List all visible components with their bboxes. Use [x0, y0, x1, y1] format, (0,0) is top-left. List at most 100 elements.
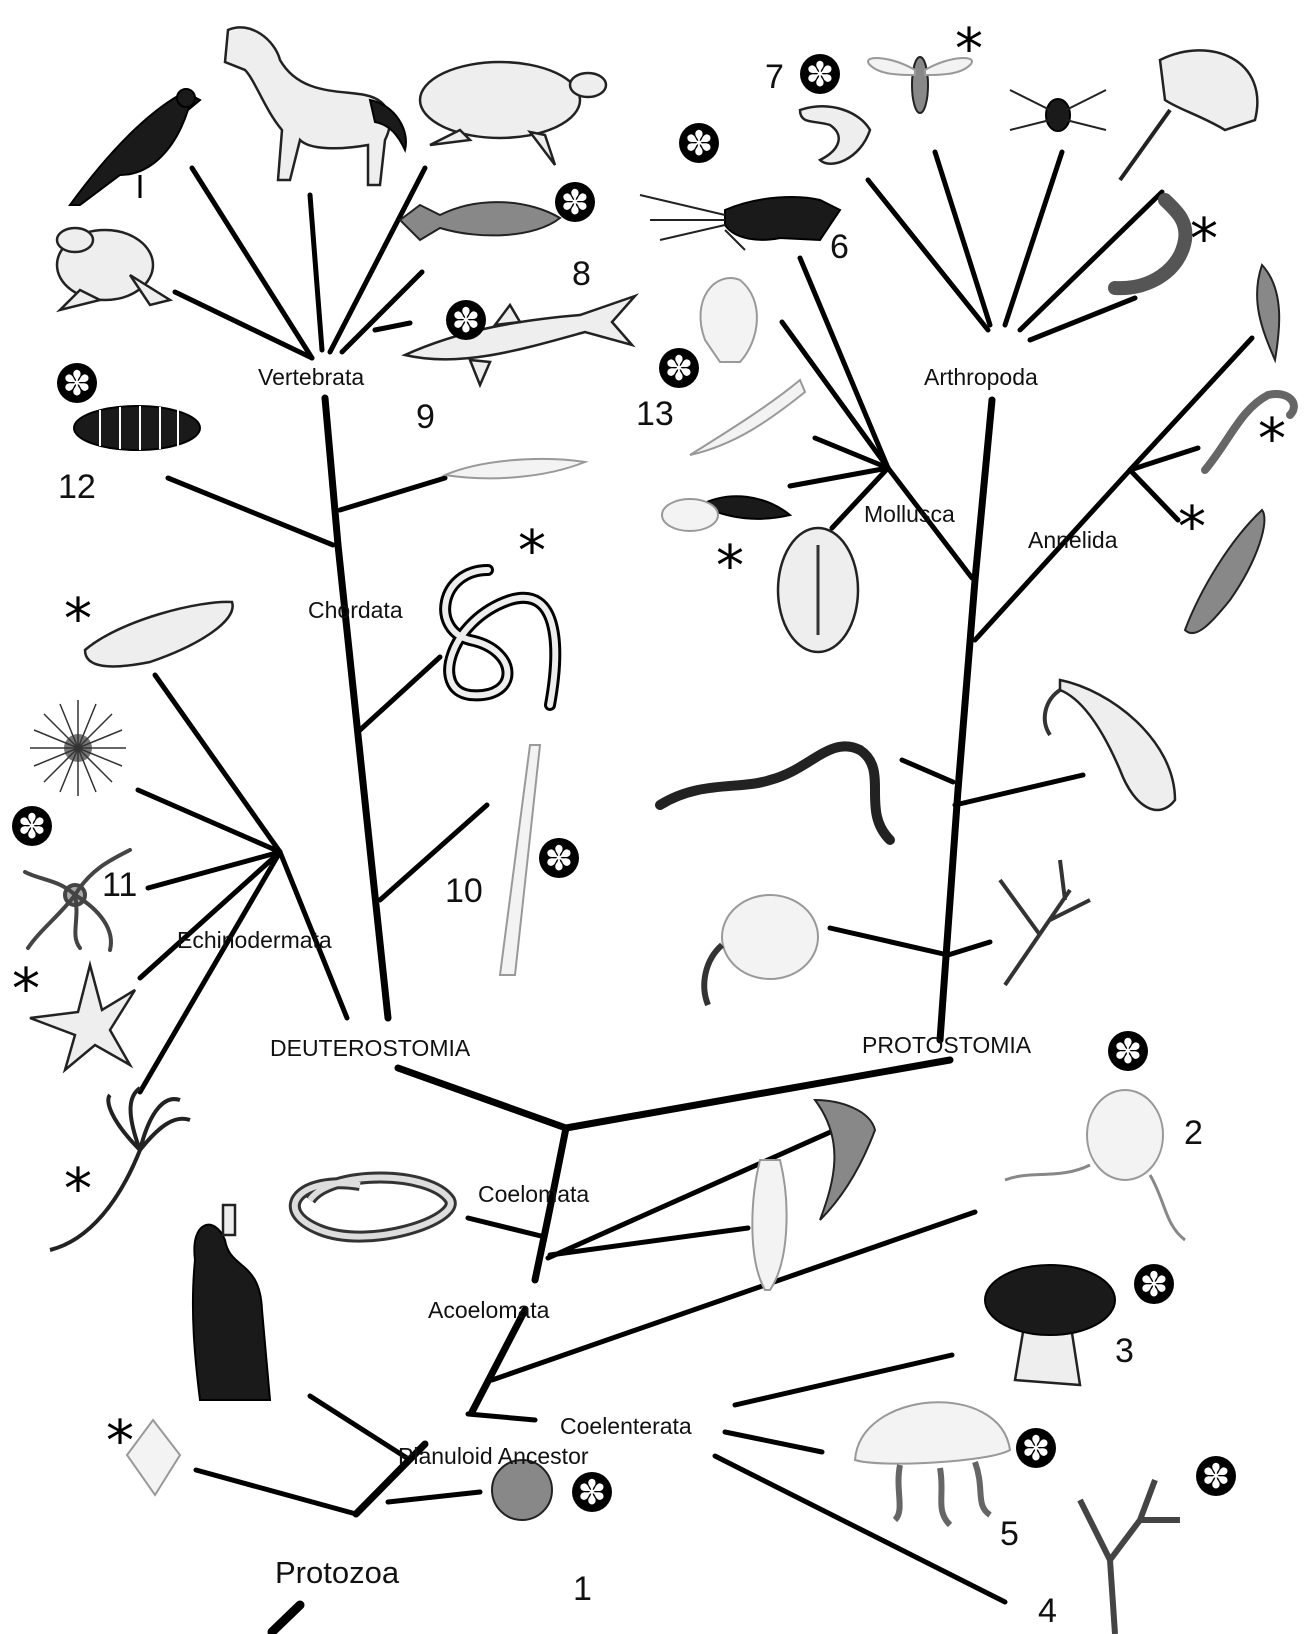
circled-asterisk-marker: ✽	[539, 838, 579, 879]
label-chordata: Chordata	[308, 597, 403, 623]
svg-text:✽: ✽	[1140, 1265, 1169, 1305]
asterisk-marker: *	[106, 1409, 134, 1474]
tusk-shell-illustration	[690, 380, 805, 455]
branch-9	[375, 323, 410, 330]
nematode-illustration	[295, 1178, 451, 1237]
label-protozoa: Protozoa	[275, 1555, 400, 1590]
branch-8	[342, 272, 422, 352]
trunk-acoelomata-upper	[535, 1218, 548, 1280]
branch-horse	[310, 195, 322, 350]
root-branch	[272, 1605, 300, 1632]
circled-asterisk-marker: ✽	[1016, 1428, 1056, 1469]
circled-asterisk-marker: ✽	[659, 348, 699, 389]
branch-2	[492, 1212, 975, 1380]
trunk-protostomia	[940, 790, 958, 1040]
number-2: 2	[1184, 1114, 1203, 1152]
starfish-illustration	[30, 965, 135, 1070]
label-mollusca: Mollusca	[864, 501, 955, 527]
circled-asterisk-marker: ✽	[679, 123, 719, 164]
branch-sponge	[310, 1396, 410, 1460]
number-8: 8	[572, 255, 591, 293]
bird-illustration	[70, 89, 200, 205]
asterisk-marker: *	[955, 17, 983, 82]
acorn-worm-illustration	[445, 570, 555, 705]
asterisk-marker: *	[12, 957, 40, 1022]
circled-asterisk-marker: ✽	[1134, 1264, 1174, 1305]
branch-sipunculid	[955, 775, 1083, 805]
svg-text:✽: ✽	[452, 301, 481, 341]
svg-text:✽: ✽	[1022, 1429, 1051, 1469]
nemertean-illustration	[660, 746, 890, 840]
number-3: 3	[1115, 1332, 1134, 1370]
asterisk-marker: *	[716, 534, 744, 599]
dinoflagellate-illustration	[127, 1420, 180, 1495]
sea-cucumber-illustration	[85, 602, 233, 667]
arrow-worm-illustration	[815, 1100, 875, 1220]
label-vertebrata: Vertebrata	[258, 364, 364, 390]
number-1: 1	[573, 1570, 592, 1608]
lancelet-illustration	[445, 459, 585, 478]
organisms	[25, 27, 1294, 1634]
branch-arrowworm	[548, 1130, 835, 1258]
trunk-chordata	[338, 545, 368, 830]
branch-coelenterata	[468, 1414, 535, 1420]
asterisk-marker: *	[1190, 207, 1218, 272]
circled-asterisk-marker: ✽	[12, 806, 52, 847]
asterisk-marker: *	[1178, 495, 1206, 560]
branch-5	[725, 1432, 822, 1452]
branch-nematode	[468, 1218, 545, 1237]
squid-illustration-6	[640, 195, 840, 250]
number-13: 13	[636, 395, 674, 433]
branch-lancelet	[340, 478, 445, 510]
branch-hemichordate	[360, 657, 440, 730]
svg-text:✽: ✽	[1202, 1457, 1231, 1497]
turtle-illustration	[420, 62, 606, 165]
brachiopod-illustration	[704, 895, 818, 1005]
trunk-mid	[958, 580, 975, 790]
sea-anemone-illustration-3	[985, 1265, 1115, 1385]
circled-asterisk-marker: ✽	[800, 54, 840, 95]
svg-text:✽: ✽	[63, 364, 92, 404]
asterisk-marker: *	[64, 1157, 92, 1222]
label-arthropoda: Arthropoda	[924, 364, 1038, 390]
branch-protostomia	[566, 1060, 950, 1128]
label-deuterostomia: DEUTEROSTOMIA	[270, 1035, 471, 1061]
label-echinodermata: Echinodermata	[177, 927, 332, 953]
branch-protozoa-1	[388, 1492, 480, 1502]
label-coelomata: Coelomata	[478, 1181, 589, 1207]
horseshoe-crab-illustration	[1120, 50, 1257, 180]
spider-illustration	[1010, 90, 1106, 131]
svg-text:✽: ✽	[685, 124, 714, 164]
label-planuloid-ancestor: Planuloid Ancestor	[398, 1443, 589, 1469]
number-7: 7	[765, 58, 784, 96]
number-4: 4	[1038, 1592, 1057, 1630]
chiton-illustration-12	[74, 406, 200, 450]
label-coelenterata: Coelenterata	[560, 1413, 692, 1439]
shrimp-illustration-7	[800, 106, 870, 163]
trunk-arthropoda	[975, 400, 992, 580]
branch-nemertean	[902, 760, 953, 782]
svg-text:✽: ✽	[806, 55, 835, 95]
bryozoan-illustration	[1000, 860, 1090, 985]
svg-text:✽: ✽	[665, 349, 694, 389]
branch-12	[168, 478, 333, 545]
branch-deuterostomia	[398, 1068, 566, 1128]
label-annelida: Annelida	[1028, 527, 1118, 553]
sponge-illustration	[193, 1205, 270, 1400]
chiton-plate-illustration	[778, 528, 858, 652]
circled-asterisk-marker: ✽	[1196, 1456, 1236, 1497]
trunk-acoelomata	[472, 1310, 525, 1412]
circled-asterisk-marker: ✽	[446, 300, 486, 341]
asterisk-marker: *	[518, 519, 546, 584]
trunk-deuterostomia	[368, 830, 388, 1018]
jellyfish-illustration-5	[855, 1402, 1010, 1525]
circled-asterisk-marker: ✽	[555, 182, 595, 223]
sea-urchin-illustration	[30, 700, 126, 796]
centipede-illustration	[1115, 200, 1185, 288]
circled-asterisk-marker: ✽	[1108, 1031, 1148, 1072]
branch-brachiopod	[830, 928, 948, 955]
label-acoelomata: Acoelomata	[428, 1297, 550, 1323]
svg-text:✽: ✽	[561, 183, 590, 223]
number-6: 6	[830, 228, 849, 266]
